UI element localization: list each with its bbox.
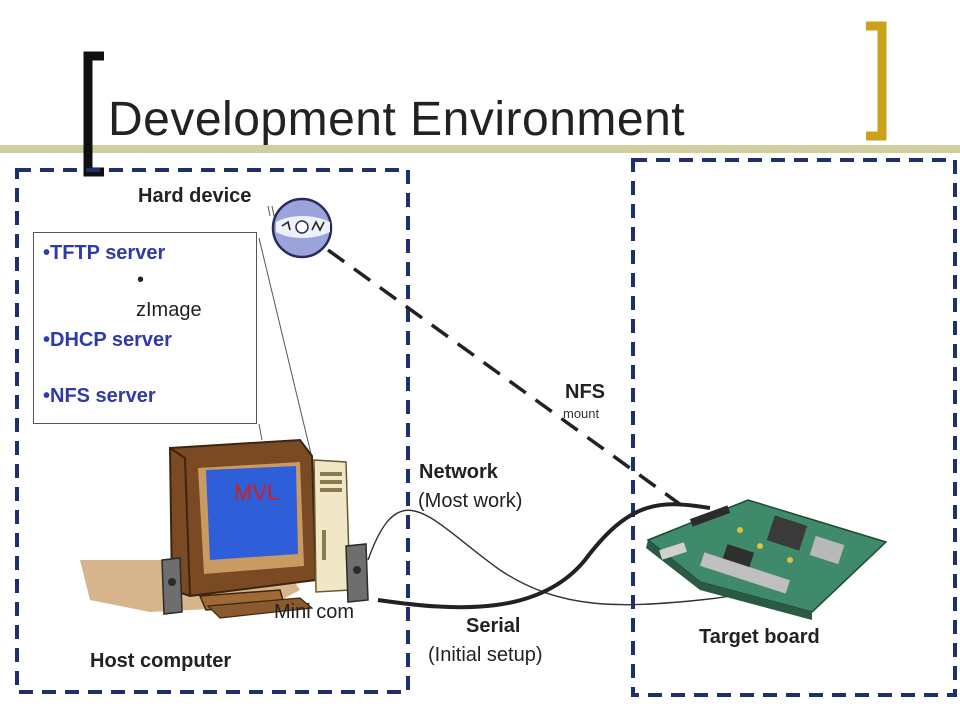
target-board-label: Target board [699,626,820,648]
tftp-server-item: •TFTP server [43,242,166,264]
callout-line-lower [258,423,263,441]
network-label: Network [419,461,498,483]
keyboard [206,597,314,619]
host-computer-label: Host computer [90,650,232,672]
callout-tick-a [267,205,271,217]
serial-sub-label: (Initial setup) [428,644,543,666]
callout-tick-b [271,205,275,217]
right-title-bracket [866,21,887,141]
serial-label: Serial [466,615,521,637]
target-board-illustration [646,499,888,620]
serial-cable [377,502,711,610]
tftp-sub-bullet: • [137,269,145,291]
cd-disc-icon [271,197,333,259]
network-sub-label: (Most work) [418,490,523,512]
host-boundary [15,168,410,694]
dhcp-server-item: •DHCP server [43,329,172,351]
nfs-server-item: •NFS server [43,385,156,407]
mini-com-label: Mini com [274,601,355,623]
nfs-label: NFS [565,381,605,403]
page-title: Development Environment [108,93,686,146]
left-title-bracket [83,51,104,177]
host-computer-illustration [80,438,369,619]
monitor-screen [206,466,298,560]
callout-line-upper [258,237,313,459]
computer-tower [313,459,351,593]
hard-device-label: Hard device [138,185,252,207]
nfs-mount-line [326,248,690,512]
title-underline-bar [0,145,960,153]
tftp-sub-zimage: zImage [136,299,202,321]
target-boundary [631,158,957,697]
nfs-mount-label: mount [563,406,600,421]
server-list-box: •TFTP server • zImage •DHCP server •NFS … [33,232,257,424]
monitor-screen-label: MVL [234,480,280,505]
